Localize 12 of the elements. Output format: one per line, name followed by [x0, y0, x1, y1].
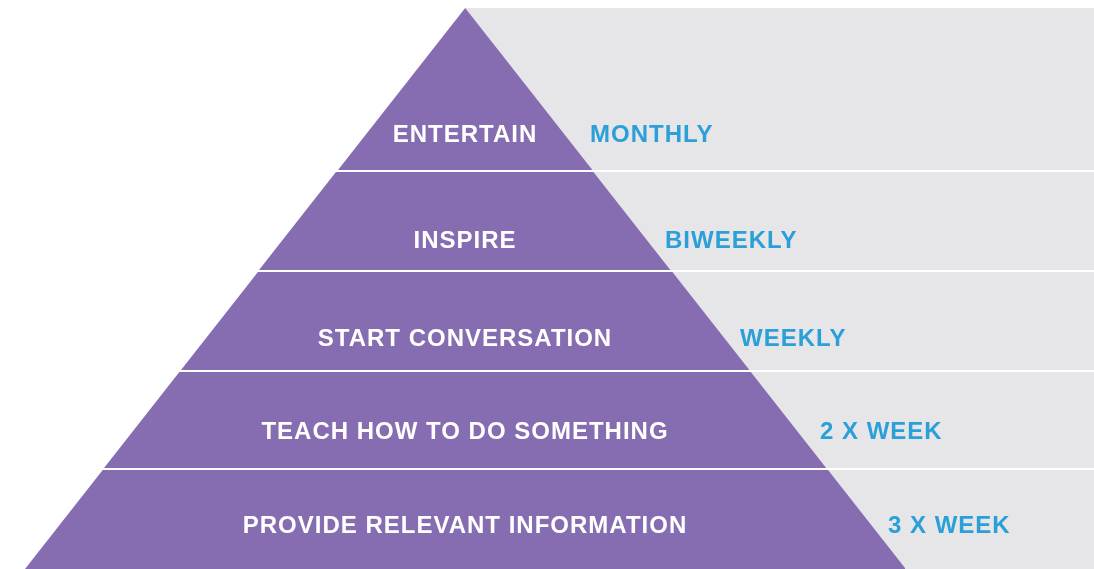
tier-label: TEACH HOW TO DO SOMETHING: [261, 417, 669, 445]
frequency-label: 2 X WEEK: [820, 417, 943, 445]
pyramid-tier: [337, 8, 593, 170]
frequency-label: 3 X WEEK: [888, 511, 1011, 539]
tier-label: PROVIDE RELEVANT INFORMATION: [242, 511, 688, 539]
pyramid-tier: [24, 470, 906, 569]
frequency-label: BIWEEKLY: [665, 226, 798, 254]
frequency-label: MONTHLY: [590, 120, 714, 148]
frequency-label: WEEKLY: [740, 324, 847, 352]
tier-label: INSPIRE: [413, 226, 517, 254]
tier-label: START CONVERSATION: [317, 324, 613, 352]
tier-label: ENTERTAIN: [392, 120, 538, 148]
